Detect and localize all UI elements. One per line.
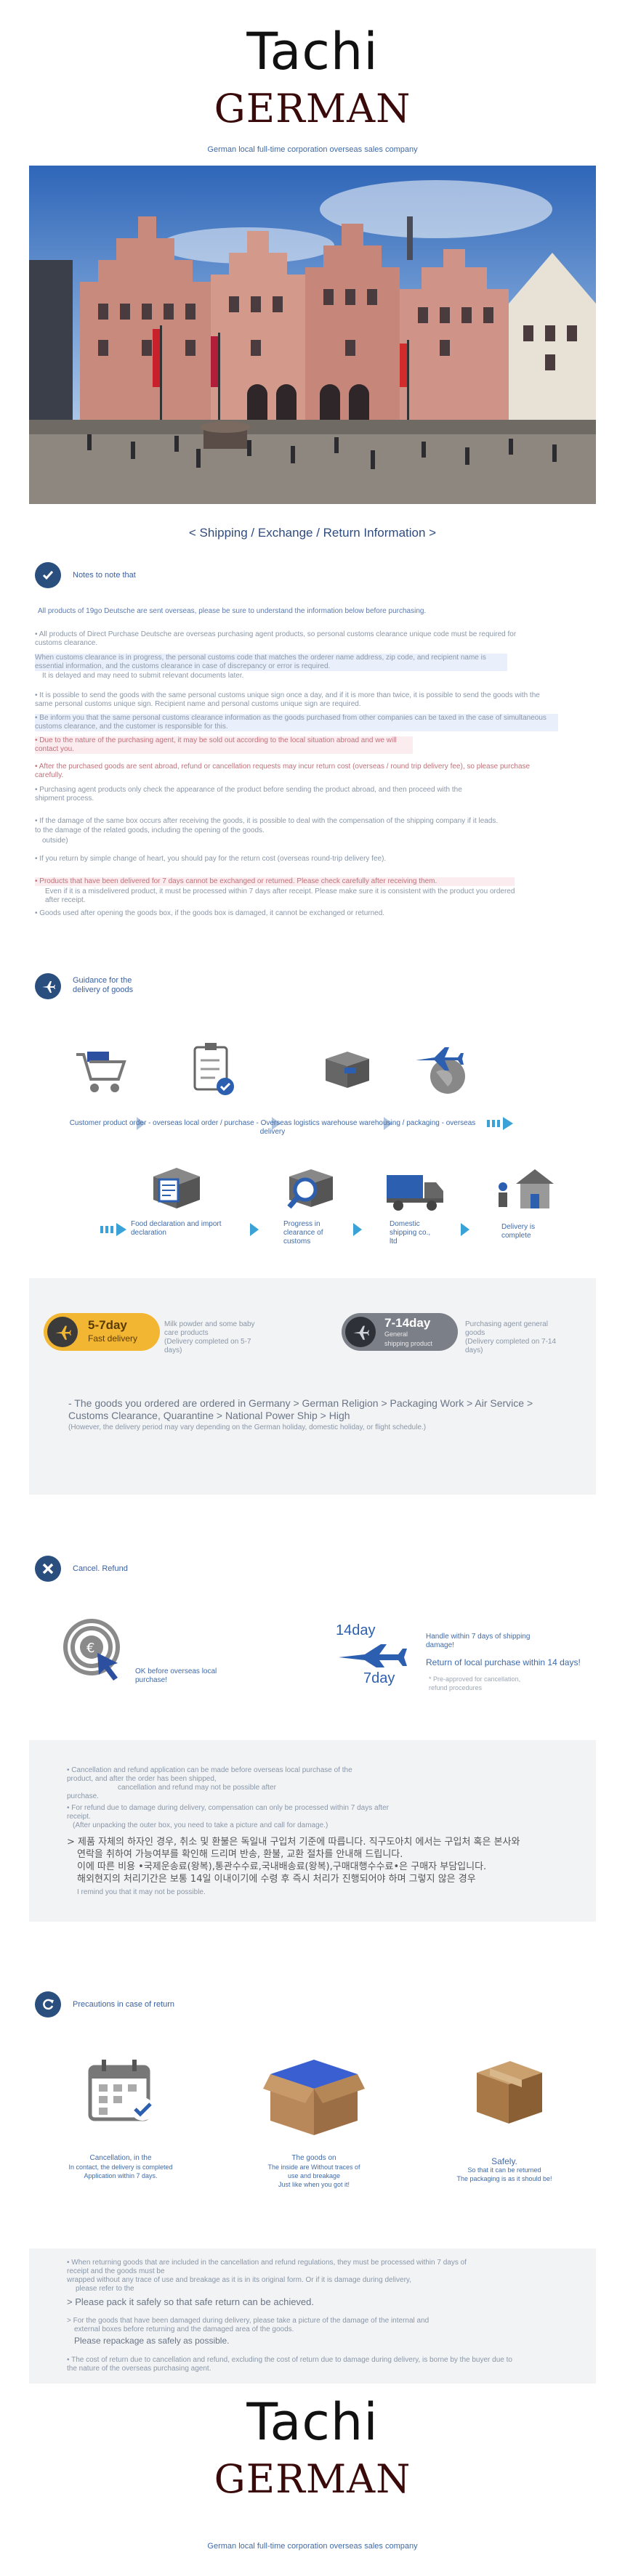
cancel-box-text: • For refund due to damage during delive… [67,1804,390,1821]
returns-info-box [29,2248,596,2384]
close-icon [35,1556,61,1582]
fast-days: 5-7day [88,1318,127,1332]
notes-line: to the damage of the related goods, incl… [35,826,265,834]
cancel-box-text: • Cancellation and refund application ca… [67,1766,352,1800]
delivery-route: - The goods you ordered are ordered in G… [68,1397,533,1421]
cancel-right-highlight: Return of local purchase within 14 days! [426,1657,581,1667]
cancel-right-text: Handle within 7 days of shipping damage! [426,1633,531,1649]
truck-icon [384,1171,446,1215]
delivery-label: Guidance for the delivery of goods [73,976,134,994]
declaration-box-icon [149,1163,204,1215]
info-section-title: < Shipping / Exchange / Return Informati… [188,526,437,540]
globe-plane-icon [414,1046,472,1100]
cancel-info-box [29,1740,596,1922]
delivery-step-caption: Food declaration and import declaration [131,1220,222,1237]
step-arrow-icon [353,1223,362,1236]
notes-line: • If you return by simple change of hear… [35,855,387,863]
brand-title: Tachi [246,22,379,81]
step-arrow-icon [137,1117,145,1130]
notes-line: • Purchasing agent products only check t… [35,786,462,803]
cancel-label: Cancel. Refund [73,1564,128,1573]
notes-line: • Due to the nature of the purchasing ag… [35,736,413,754]
refresh-icon [35,1991,61,2018]
notes-line: • If the damage of the same box occurs a… [35,817,499,825]
days-bottom: 7day [363,1670,395,1686]
cancel-korean-text: > 제품 자체의 하자인 경우, 취소 및 환불은 독일내 구입처 기준에 따릅… [67,1837,520,1885]
check-icon [35,562,61,588]
cancel-left-caption: OK before overseas local purchase! [135,1667,217,1684]
footer-brand-title: Tachi [246,2392,379,2452]
return-item-caption: Cancellation, in the In contact, the del… [68,2154,173,2179]
general-description: Purchasing agent general goods (Delivery… [465,1320,557,1354]
brand-tagline: German local full-time corporation overs… [207,145,418,154]
package-icon [320,1049,375,1093]
notes-line: All products of 19go Deutsche are sent o… [38,607,427,615]
fast-delivery-badge: 5-7day Fast delivery [44,1313,160,1351]
notes-line: • After the purchased goods are sent abr… [35,763,531,779]
returns-box-emphasis: > Please pack it safely so that safe ret… [67,2296,315,2307]
checklist-icon [188,1041,238,1103]
step-arrow-icon [250,1223,259,1236]
step-arrow-icon [384,1117,392,1130]
days-plane-graphic: 14day 7day [334,1622,422,1695]
notes-line: outside) [42,837,68,845]
delivery-step-caption: Delivery is complete [501,1223,536,1240]
airplane-icon [35,973,61,999]
hero-town-square-image [29,166,596,504]
svg-text:€: € [86,1641,94,1656]
general-shipping-badge: 7-14day General shipping product [342,1313,458,1351]
step-arrow-icon [100,1223,131,1236]
step-arrow-icon [461,1223,469,1236]
airplane-icon [47,1317,78,1347]
returns-box-emphasis: Please repackage as safely as possible. [74,2336,230,2346]
delivery-row1-caption: Customer product order - overseas local … [69,1119,476,1136]
brand-subtitle: GERMAN [214,86,411,131]
notes-line: • It is possible to send the goods with … [35,691,540,708]
cart-icon [73,1046,131,1100]
notes-line: • Goods used after opening the goods box… [35,909,385,917]
cancel-box-text: (After unpacking the outer box, you need… [73,1821,328,1829]
return-item-caption: Safely. So that it can be returned The p… [456,2156,552,2182]
magnifier-box-icon [282,1163,337,1218]
notes-line: • Products that have been delivered for … [35,877,515,886]
fast-label: Fast delivery [88,1333,138,1344]
delivery-step-caption: Domestic shipping co., ltd [390,1220,431,1246]
notes-line: • All products of Direct Purchase Deutsc… [35,630,517,647]
footer-brand-subtitle: GERMAN [214,2456,411,2502]
delivery-info-box [29,1278,596,1495]
notes-line: • Be inform you that the same personal c… [35,714,558,731]
cancel-right-note: * Pre-approved for cancellation, refund … [429,1675,521,1691]
days-top: 14day [336,1622,376,1638]
step-arrow-icon [272,1117,281,1130]
euro-cursor-icon: € [62,1615,135,1691]
notes-line: When customs clearance is in progress, t… [35,654,507,671]
notes-line: Even if it is a misdelivered product, it… [45,887,515,904]
fast-description: Milk powder and some baby care products … [164,1320,255,1354]
returns-label: Precautions in case of return [73,2000,175,2009]
returns-box-text: • The cost of return due to cancellation… [67,2356,512,2373]
returns-box-text: > For the goods that have been damaged d… [67,2317,430,2333]
cancel-box-text: I remind you that it may not be possible… [77,1888,206,1896]
footer-brand-tagline: German local full-time corporation overs… [207,2542,418,2551]
notes-label: Notes to note that [73,571,136,580]
return-item-caption: The goods on The inside are Without trac… [267,2154,360,2188]
notes-line: It is delayed and may need to submit rel… [42,672,244,680]
delivery-step-caption: Progress in clearance of customs [283,1220,323,1246]
general-days: 7-14day [384,1315,431,1330]
step-arrow-icon [487,1117,513,1130]
airplane-icon [339,1643,411,1671]
airplane-icon [345,1317,376,1347]
delivery-route-note: (However, the delivery period may vary d… [68,1423,427,1431]
calendar-icon [81,2057,161,2133]
closed-box-icon [469,2055,549,2132]
open-box-icon [263,2045,365,2143]
house-person-icon [494,1165,557,1216]
returns-box-text: • When returning goods that are included… [67,2259,467,2293]
